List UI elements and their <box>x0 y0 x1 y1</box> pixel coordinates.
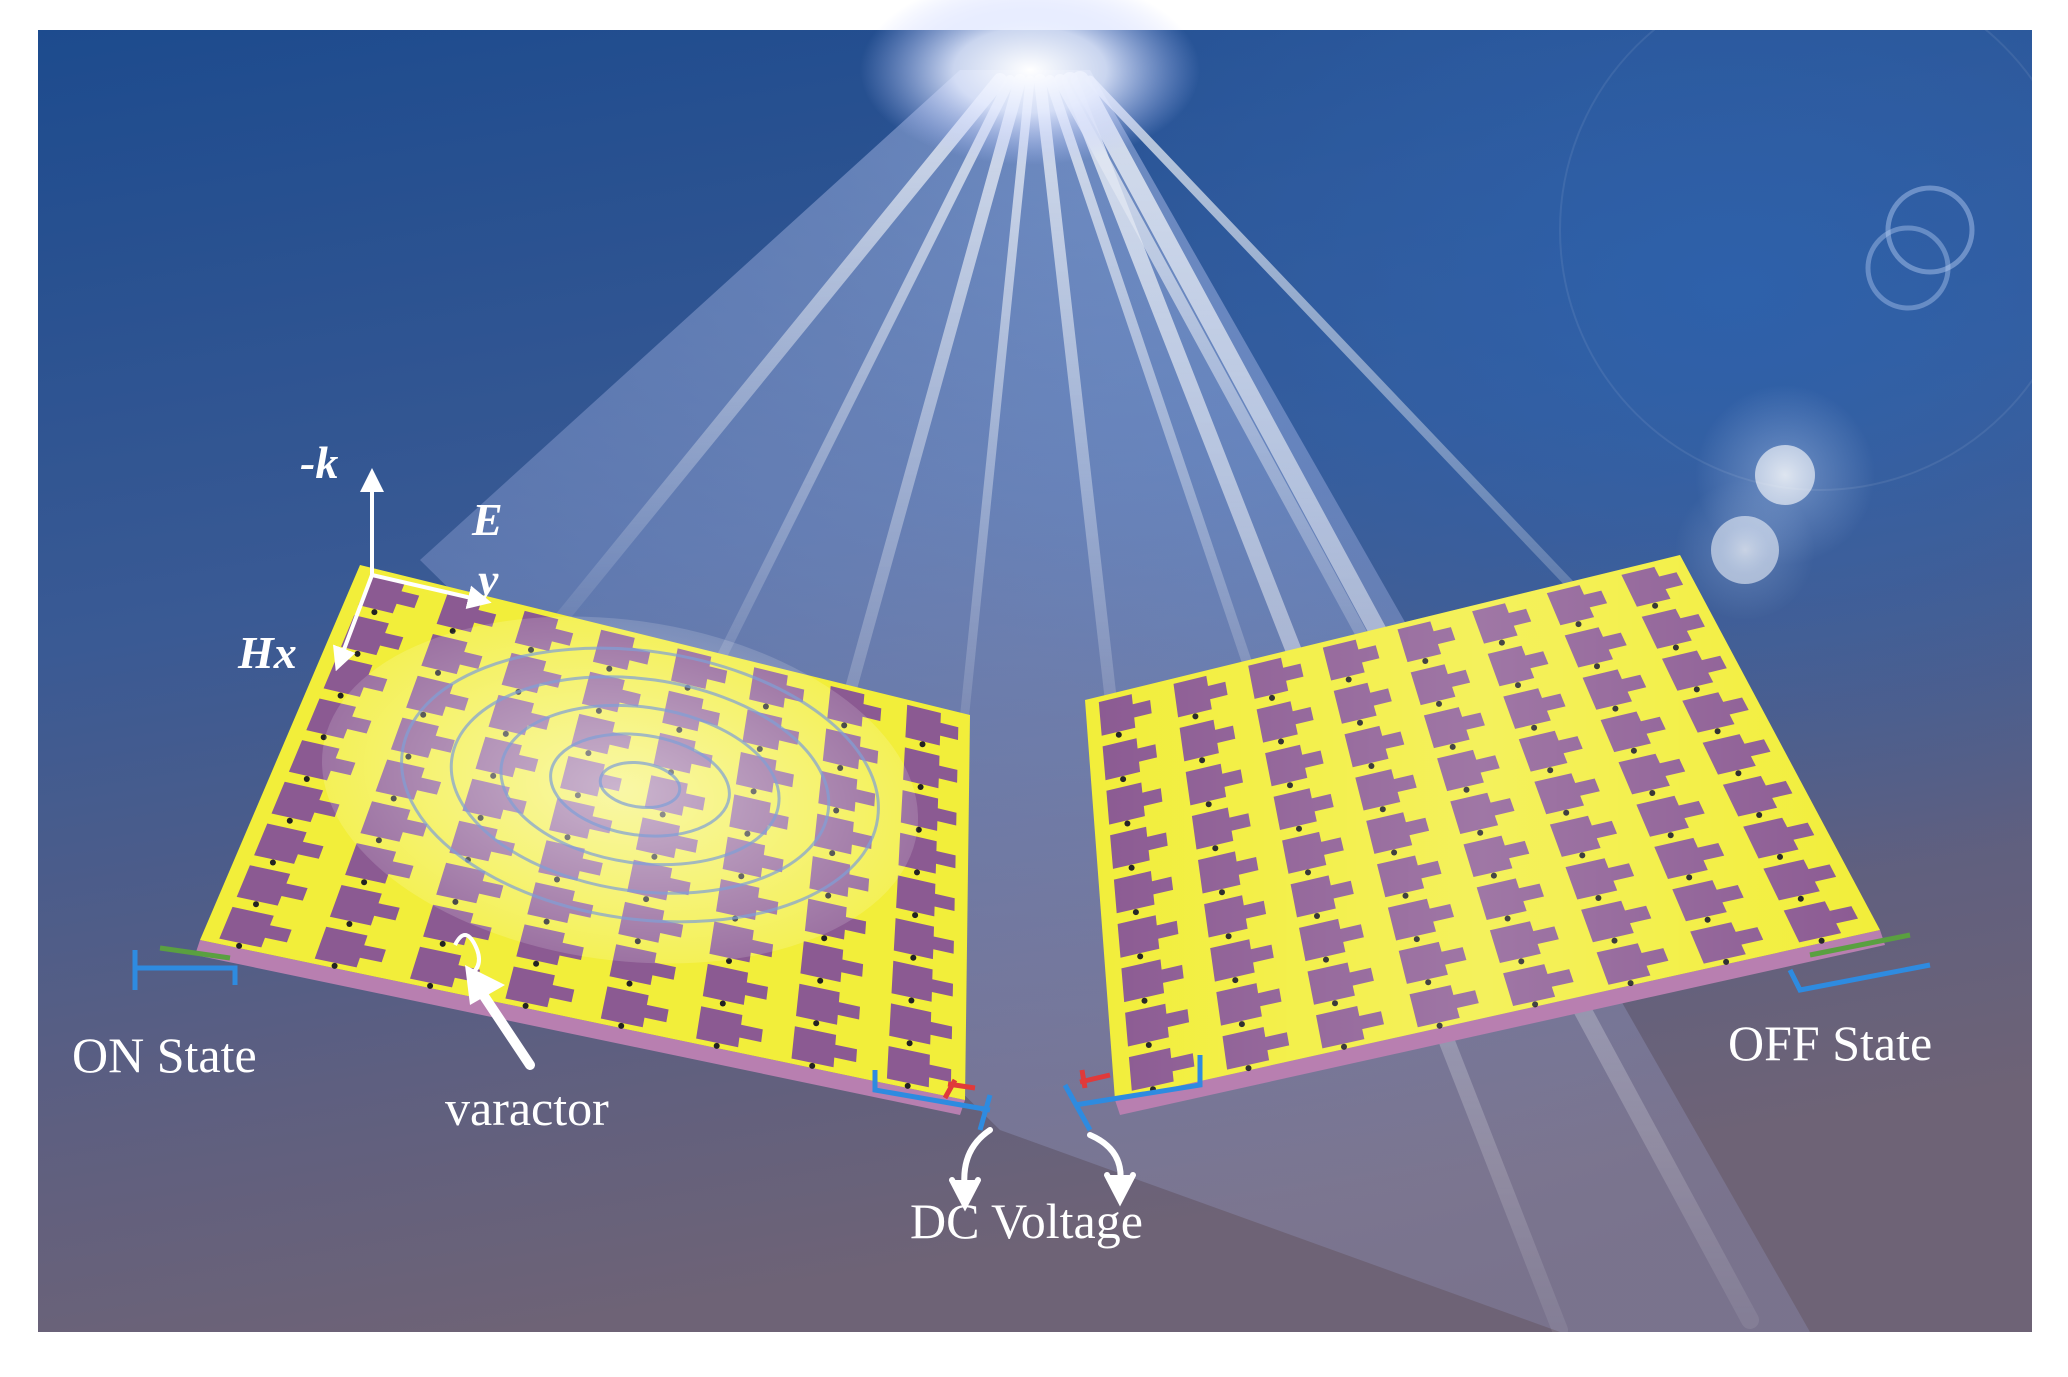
unit-cell <box>796 983 860 1025</box>
varactor-dot <box>912 912 919 919</box>
unit-cell <box>696 1006 763 1048</box>
unit-cell <box>891 960 953 1002</box>
unit-cell <box>800 941 864 983</box>
varactor-dot <box>917 784 924 790</box>
varactor-dot <box>618 1022 625 1029</box>
dc-voltage-arrows <box>949 1127 1136 1212</box>
lens-flare-icon <box>1559 0 2068 620</box>
varactor-pointer <box>453 933 535 1070</box>
varactor-dot <box>439 940 446 947</box>
unit-cell <box>271 781 340 823</box>
varactor-dot <box>817 977 824 984</box>
on-state-label: ON State <box>72 1027 257 1083</box>
varactor-dot <box>522 1002 529 1009</box>
varactor-dot <box>371 609 378 616</box>
minus-k-label: -k <box>300 437 338 488</box>
varactor-dot <box>354 650 361 657</box>
metasurface-on-state <box>132 565 993 1131</box>
bias-line-right <box>1062 932 1931 1132</box>
focusing-wavefront <box>321 616 919 964</box>
unit-cell <box>410 946 481 988</box>
light-source-icon <box>860 0 1200 165</box>
arrow-icon <box>332 574 374 672</box>
varactor-dot <box>269 859 276 866</box>
arrow-icon <box>371 573 492 609</box>
unit-cell <box>903 747 958 789</box>
substrate-left <box>195 940 965 1115</box>
varactor-dot <box>331 962 338 969</box>
unit-cell <box>893 918 954 960</box>
e-field-label: E <box>471 494 503 545</box>
varactor-dot <box>303 776 310 782</box>
varactor-dot <box>533 960 540 967</box>
varactor-dot <box>904 1082 911 1089</box>
varactor-dot <box>919 741 926 748</box>
bias-line-left <box>132 945 993 1131</box>
varactor-dot <box>906 1040 913 1047</box>
metasurface-off-state <box>1062 555 1931 1132</box>
unit-cell <box>505 966 575 1008</box>
unit-cell <box>896 875 955 917</box>
substrate-right <box>1115 930 1885 1115</box>
unit-cell <box>314 926 386 968</box>
unit-cell <box>341 615 404 656</box>
unit-cell <box>791 1026 857 1068</box>
off-state-label: OFF State <box>1728 1015 1932 1071</box>
varactor-dot <box>236 942 243 949</box>
varactor-dot <box>910 954 917 961</box>
unit-cell <box>600 986 669 1028</box>
unit-cell <box>436 592 497 633</box>
varactor-dot <box>719 1000 726 1007</box>
varactor-dot <box>346 921 353 927</box>
varactor-dot <box>914 869 920 876</box>
unit-cell <box>329 885 400 926</box>
h-field-label: Hx <box>237 627 297 678</box>
unit-cell <box>886 1046 952 1088</box>
unit-cell <box>236 865 308 906</box>
y-axis-label: y <box>473 554 499 605</box>
varactor-dot <box>821 935 828 942</box>
field-axes <box>332 468 492 672</box>
varactor-dot <box>713 1042 720 1049</box>
unit-cell <box>702 963 768 1005</box>
varactor-dot <box>361 879 368 886</box>
varactor-dot <box>253 901 259 908</box>
varactor-dot <box>286 817 293 824</box>
varactor-dot <box>337 692 344 699</box>
varactor-label: varactor <box>445 1080 609 1136</box>
varactor-dot <box>809 1062 816 1069</box>
varactor-dot <box>908 997 915 1004</box>
varactor-dot <box>813 1020 820 1027</box>
unit-cell <box>423 904 492 946</box>
dc-voltage-label: DC Voltage <box>910 1193 1143 1249</box>
unit-cell <box>905 704 959 746</box>
unit-cell <box>254 823 324 864</box>
unit-cell <box>219 906 292 948</box>
varactor-dot <box>626 980 633 987</box>
varactor-dot <box>427 982 434 989</box>
unit-cell <box>889 1003 953 1045</box>
